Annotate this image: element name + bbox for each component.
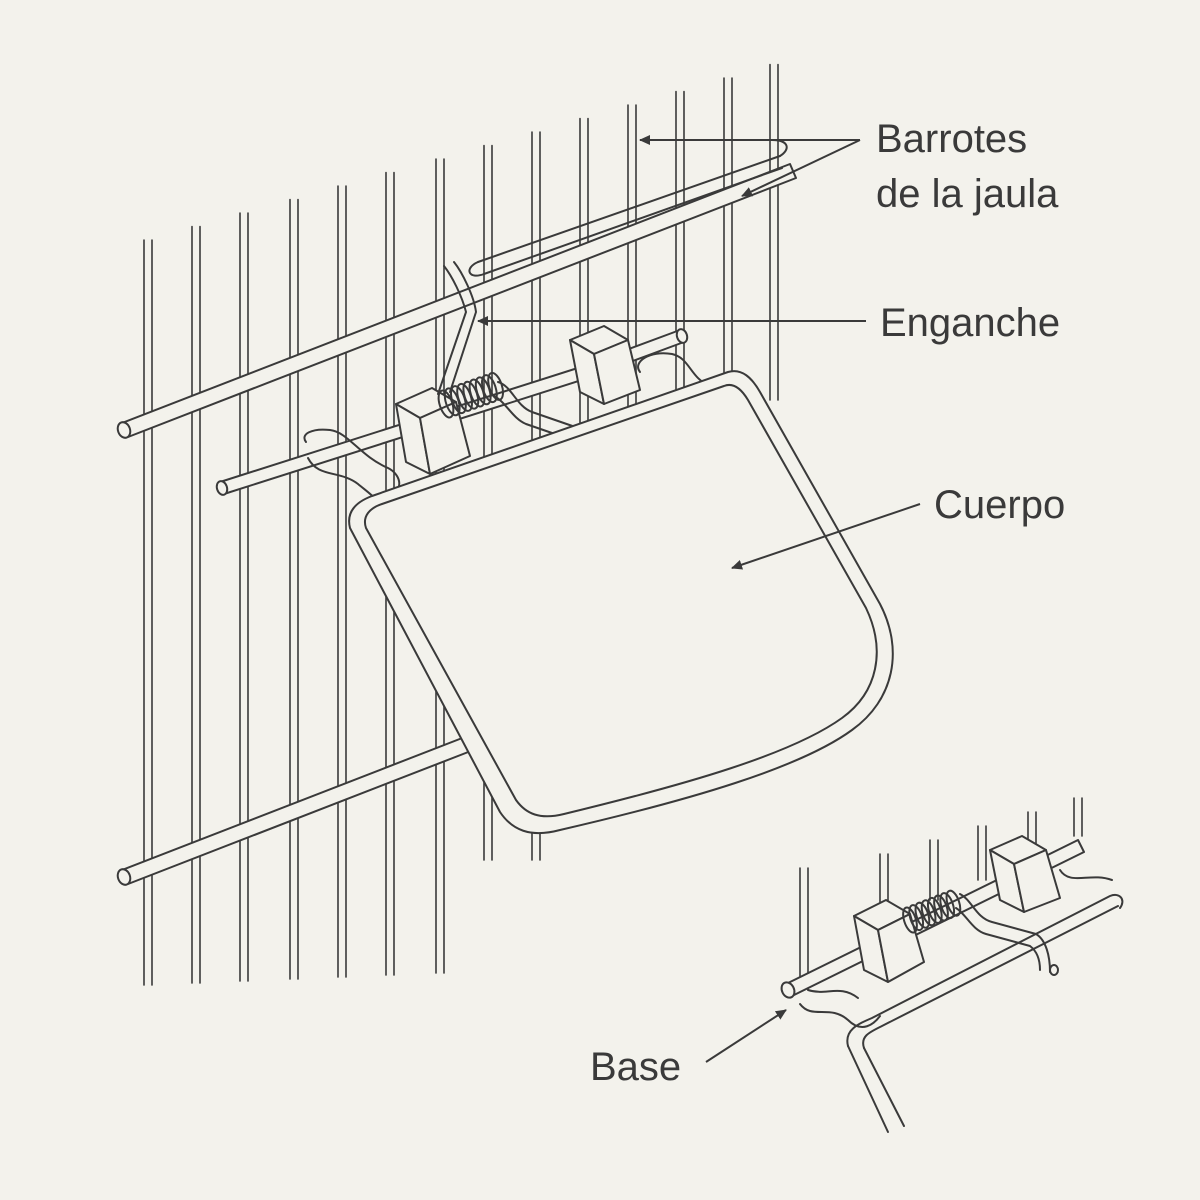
top-wire-loop [468,261,485,277]
spring-coil [908,904,925,932]
spring-coil [914,901,931,929]
base-end [780,981,796,999]
label-bars-line2: de la jaula [876,172,1059,216]
top-wire-upper [477,155,781,263]
spring-coil [902,906,918,934]
leader-lines [477,135,921,1063]
spring-coil [926,896,943,924]
spring-coil [933,894,949,922]
feeder-body-inner [364,384,878,818]
cage-horizontal-rods [116,139,797,886]
detail-lever-wire [959,893,1051,973]
spring [437,371,504,419]
detail-spring [902,889,962,934]
detail-tray-rim [846,894,1124,1047]
label-body: Cuerpo [934,483,1065,527]
lower-rod-end [116,868,132,886]
spring-coil [939,892,956,920]
lower-cage-rod [121,734,477,885]
left-block-front [419,401,471,475]
base-bracket-right [637,352,711,387]
detail-right-block [1013,849,1061,913]
feeder-body-outer [348,370,894,835]
detail-mechanism [780,835,1124,1133]
bars-leader-2 [741,139,861,197]
top-wire-lower [483,167,783,275]
label-bars-line1: Barrotes [876,117,1027,161]
base-leader [705,1009,787,1063]
label-base: Base [590,1045,681,1089]
label-hook: Enganche [880,301,1060,345]
upper-rod-end [116,421,132,439]
spring-coil [481,374,498,404]
body-leader [731,503,921,570]
right-block-front [593,339,641,405]
base-bracket-left [303,428,401,495]
feeder-mechanism [215,261,711,509]
detail-base-bracket [799,1003,881,1028]
hook-wire [437,265,467,395]
feeder-body [348,370,894,835]
spring-coil [920,899,937,927]
detail-left-block [877,913,925,983]
top-wire-bend [771,139,788,157]
spring-coil [945,889,962,917]
